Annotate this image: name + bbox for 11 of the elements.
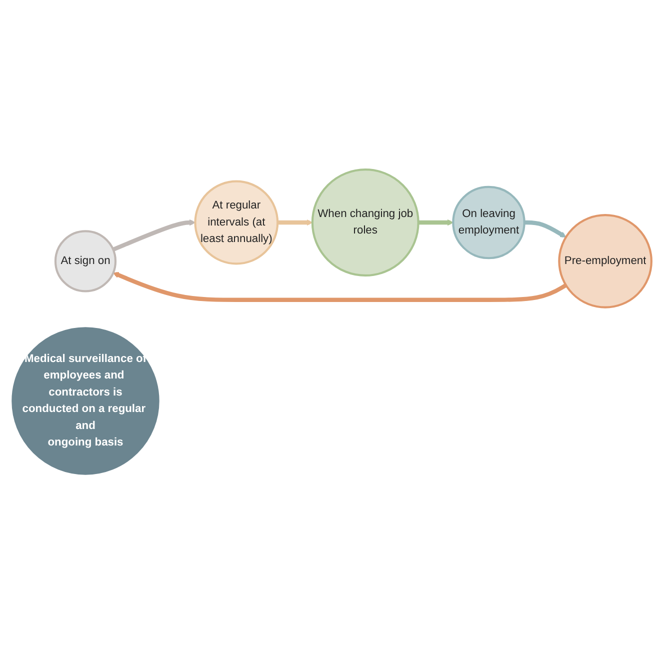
arrow [112,219,196,252]
arrow [112,272,567,302]
node-circle [194,180,279,265]
arrow [418,219,454,226]
node-circle [558,214,652,308]
node-circle [311,168,420,276]
node-circle [54,230,117,292]
arrow [524,220,566,238]
arrow [278,219,313,226]
node-circle [10,324,162,477]
node-circle [452,186,526,259]
